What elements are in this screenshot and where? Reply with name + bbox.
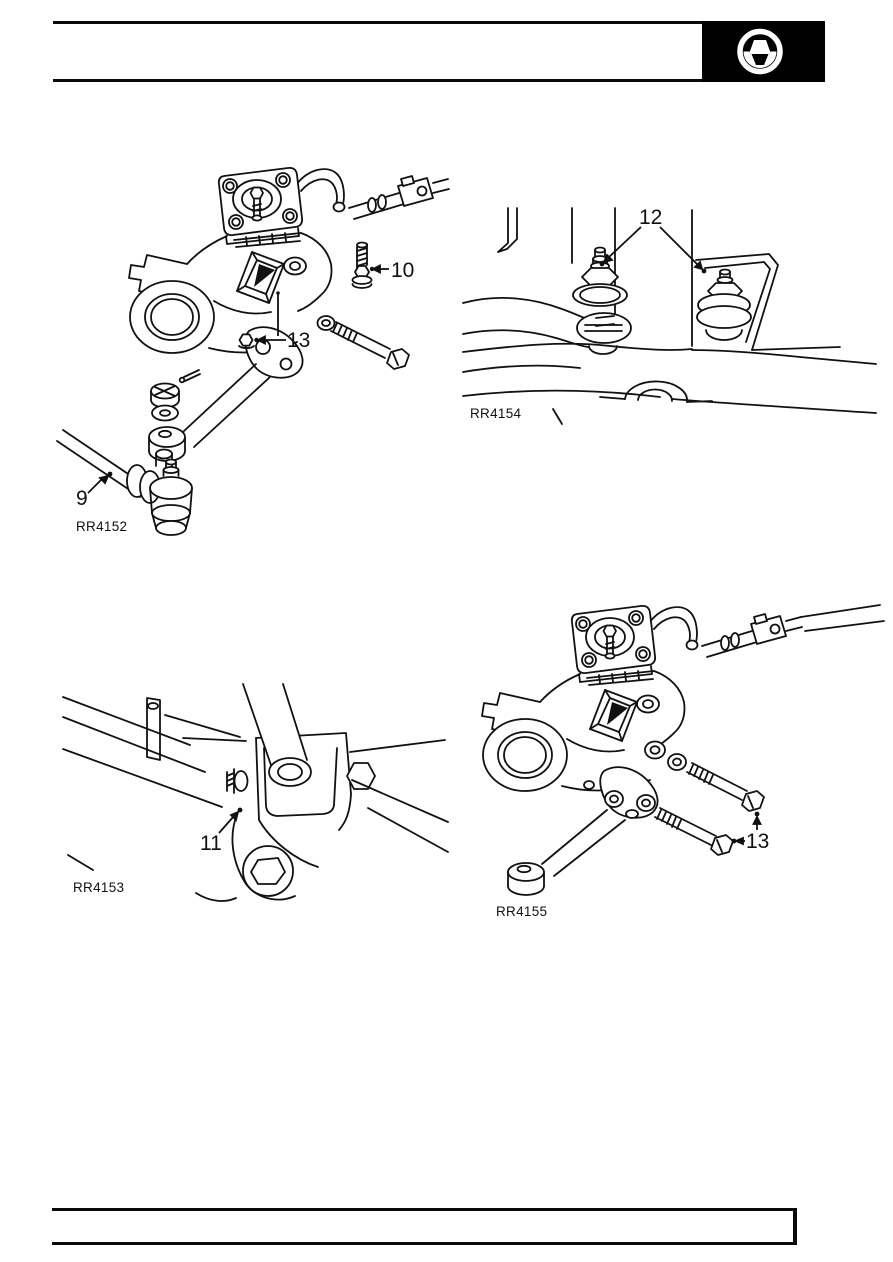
drop-arm-and-ball-joint-drawing: [56, 241, 410, 536]
callout-leaders-rr4153: [218, 807, 243, 834]
drag-link-drawing: [462, 207, 877, 425]
figure-rr4155: 13 RR4155: [481, 604, 885, 919]
damper-bracket-drawing: [62, 683, 449, 902]
figure-code-rr4155: RR4155: [496, 904, 547, 919]
section-badge: [702, 21, 825, 82]
callout-10: 10: [391, 259, 414, 282]
callout-13: 13: [746, 830, 769, 853]
figure-code-rr4152: RR4152: [76, 519, 127, 534]
callout-leaders-rr4152: [87, 264, 389, 494]
steering-wheel-icon: [737, 28, 783, 75]
header-rule-top: [53, 21, 702, 24]
figure-code-rr4154: RR4154: [470, 406, 522, 421]
footer-box: [52, 1208, 797, 1245]
callout-11: 11: [200, 832, 222, 855]
callout-13: 13: [287, 329, 310, 352]
callout-12: 12: [639, 206, 662, 229]
figure-rr4153: 11 RR4153: [62, 683, 449, 902]
callout-9: 9: [76, 487, 88, 510]
header-rule-bottom: [53, 79, 702, 82]
figure-rr4152: 10 13 9 RR4152: [56, 166, 450, 536]
figure-rr4154: 12 RR4154: [462, 206, 877, 425]
figure-code-rr4153: RR4153: [73, 880, 124, 895]
steering-box-bolts-drawing: [507, 604, 885, 896]
callout-leaders-rr4154: [599, 226, 707, 274]
callout-leaders-rr4155: [731, 811, 762, 846]
steering-box-drawing: [481, 604, 803, 792]
